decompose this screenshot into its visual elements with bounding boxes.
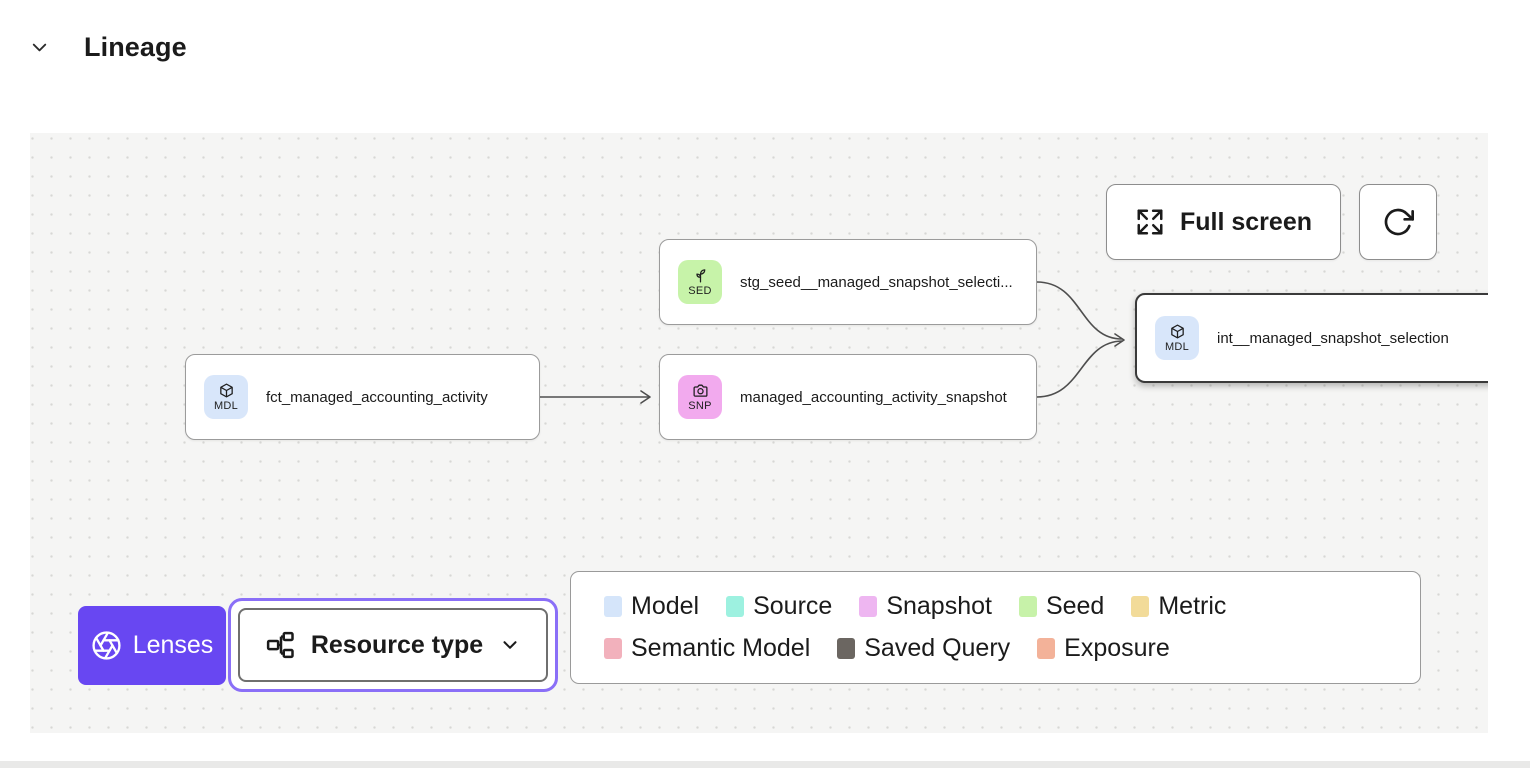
expand-icon (1137, 209, 1163, 235)
badge-code: SNP (688, 400, 712, 412)
node-label: fct_managed_accounting_activity (266, 388, 488, 406)
camera-icon (692, 384, 708, 397)
model-cube-icon (1170, 324, 1184, 339)
legend-label: Saved Query (864, 634, 1011, 663)
lineage-node-selected[interactable]: MDL int__managed_snapshot_selection (1135, 293, 1488, 383)
legend-row: Semantic Model Saved Query Exposure (604, 634, 1387, 663)
seed-icon (695, 269, 705, 283)
node-label: int__managed_snapshot_selection (1217, 329, 1449, 347)
lineage-canvas[interactable]: Full screen SED stg_seed__managed_snapsh… (30, 133, 1488, 733)
resource-type-icon (266, 631, 294, 659)
legend-label: Snapshot (886, 591, 992, 620)
node-label: managed_accounting_activity_snapshot (740, 388, 1007, 406)
legend-row: Model Source Snapshot Seed Metric (604, 592, 1387, 621)
legend-swatch (1037, 638, 1056, 660)
model-badge: MDL (204, 375, 248, 419)
legend-label: Seed (1045, 591, 1105, 620)
badge-code: SED (688, 285, 712, 297)
legend-item: Seed (1018, 591, 1105, 621)
legend-swatch (726, 595, 745, 617)
legend-item: Metric (1131, 592, 1226, 621)
legend-swatch (604, 595, 622, 617)
legend-label: Model (631, 591, 700, 620)
lineage-node[interactable]: MDL fct_managed_accounting_activity (185, 354, 540, 440)
legend-swatch (837, 638, 856, 660)
legend-swatch (604, 638, 622, 660)
resource-type-dropdown[interactable]: Resource type (238, 608, 548, 682)
lineage-node[interactable]: SNP managed_accounting_activity_snapshot (659, 354, 1037, 440)
lineage-edges (539, 281, 1125, 404)
refresh-button[interactable] (1359, 184, 1437, 260)
aperture-icon (92, 631, 121, 660)
model-badge: MDL (1155, 316, 1199, 360)
lineage-header: Lineage (28, 32, 187, 63)
legend-label: Source (753, 591, 833, 620)
lenses-button[interactable]: Lenses (78, 606, 226, 685)
model-cube-icon (219, 383, 233, 398)
resource-type-label: Resource type (310, 630, 484, 659)
legend-item: Semantic Model (604, 634, 810, 663)
lenses-label: Lenses (132, 631, 214, 659)
chevron-down-icon[interactable] (28, 36, 51, 59)
chevron-down-icon (503, 641, 517, 649)
lineage-node[interactable]: SED stg_seed__managed_snapshot_selecti..… (659, 239, 1037, 325)
legend-swatch (859, 595, 878, 617)
resource-type-focus-ring: Resource type (228, 598, 558, 692)
snapshot-badge: SNP (678, 375, 722, 419)
legend-swatch (1131, 595, 1150, 617)
legend-label: Semantic Model (631, 634, 811, 663)
badge-code: MDL (213, 400, 239, 412)
legend-item: Model (604, 592, 699, 621)
legend-label: Metric (1158, 591, 1227, 620)
refresh-icon (1384, 208, 1414, 236)
seed-badge: SED (678, 260, 722, 304)
page-title: Lineage (84, 32, 187, 62)
legend-swatch (1018, 595, 1037, 617)
legend-item: Saved Query (837, 634, 1010, 663)
legend: Model Source Snapshot Seed Metric S (570, 571, 1421, 684)
full-screen-button[interactable]: Full screen (1106, 184, 1341, 260)
section-divider (0, 761, 1530, 768)
legend-item: Exposure (1037, 634, 1170, 663)
legend-item: Source (726, 592, 832, 621)
node-label: stg_seed__managed_snapshot_selecti... (740, 273, 1013, 291)
badge-code: MDL (1164, 341, 1190, 353)
full-screen-label: Full screen (1180, 207, 1312, 236)
legend-label: Exposure (1064, 634, 1170, 663)
legend-item: Snapshot (859, 592, 992, 621)
